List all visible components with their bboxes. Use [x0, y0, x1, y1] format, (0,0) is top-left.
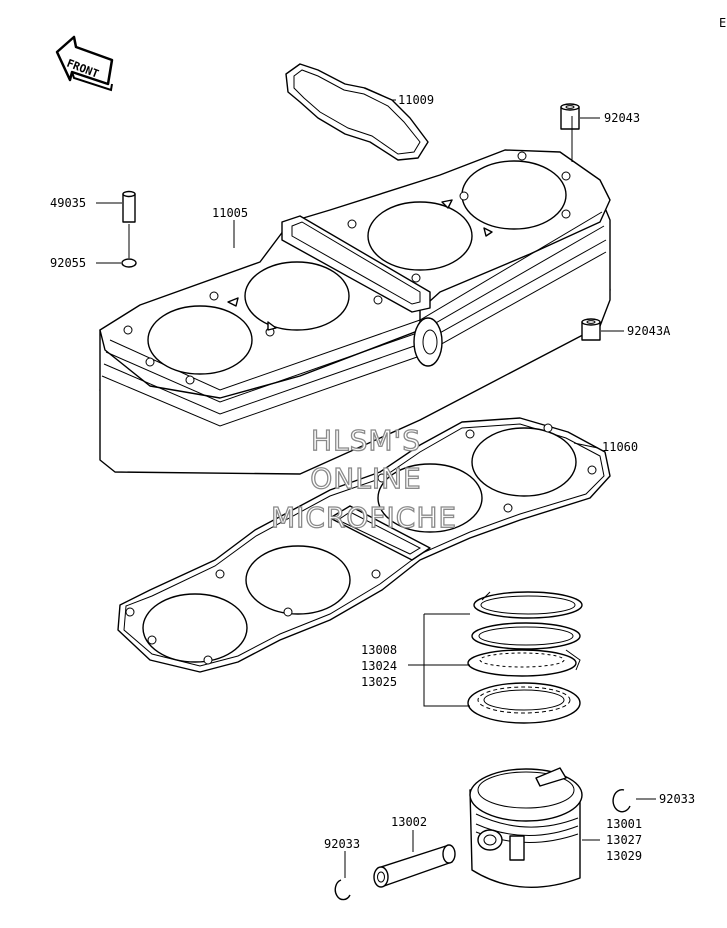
watermark-line2: ONLINE — [310, 462, 421, 495]
cylinder-base-gasket — [117, 417, 611, 673]
corner-code: E — [719, 16, 726, 30]
callout-49035: 49035 — [50, 196, 86, 210]
front-direction-arrow-icon: FRONT — [55, 35, 114, 92]
callout-92055: 92055 — [50, 256, 86, 270]
callout-92043: 92043 — [604, 111, 640, 125]
callout-13001: 13001 — [606, 817, 642, 831]
callout-92033-right: 92033 — [659, 792, 695, 806]
callout-92033-left: 92033 — [324, 837, 360, 851]
callout-13029: 13029 — [606, 849, 642, 863]
callout-13027: 13027 — [606, 833, 642, 847]
callout-11060: 11060 — [602, 440, 638, 454]
callout-13002: 13002 — [391, 815, 427, 829]
circlip-left — [334, 879, 351, 901]
callout-11009: 11009 — [398, 93, 434, 107]
pipe-insert-49035 — [122, 190, 136, 223]
callout-13024: 13024 — [361, 659, 397, 673]
callout-11005: 11005 — [212, 206, 248, 220]
dowel-pin-92043a — [581, 318, 601, 341]
circlip-right — [612, 789, 631, 813]
callout-92043a: 92043A — [627, 324, 671, 338]
piston-pin — [373, 844, 456, 888]
valve-cover-gasket — [285, 63, 429, 161]
watermark-line1: HLSM'S — [311, 424, 421, 457]
o-ring-92055 — [121, 258, 137, 268]
watermark-line3: MICROFICHE — [271, 501, 457, 534]
piston-ring-set — [467, 591, 583, 724]
piston — [469, 767, 583, 888]
watermark: HLSM'S ONLINE MICROFICHE — [270, 423, 457, 534]
callout-13008: 13008 — [361, 643, 397, 657]
callout-13025: 13025 — [361, 675, 397, 689]
leader-lines — [96, 87, 656, 878]
dowel-pin-92043 — [560, 103, 580, 130]
